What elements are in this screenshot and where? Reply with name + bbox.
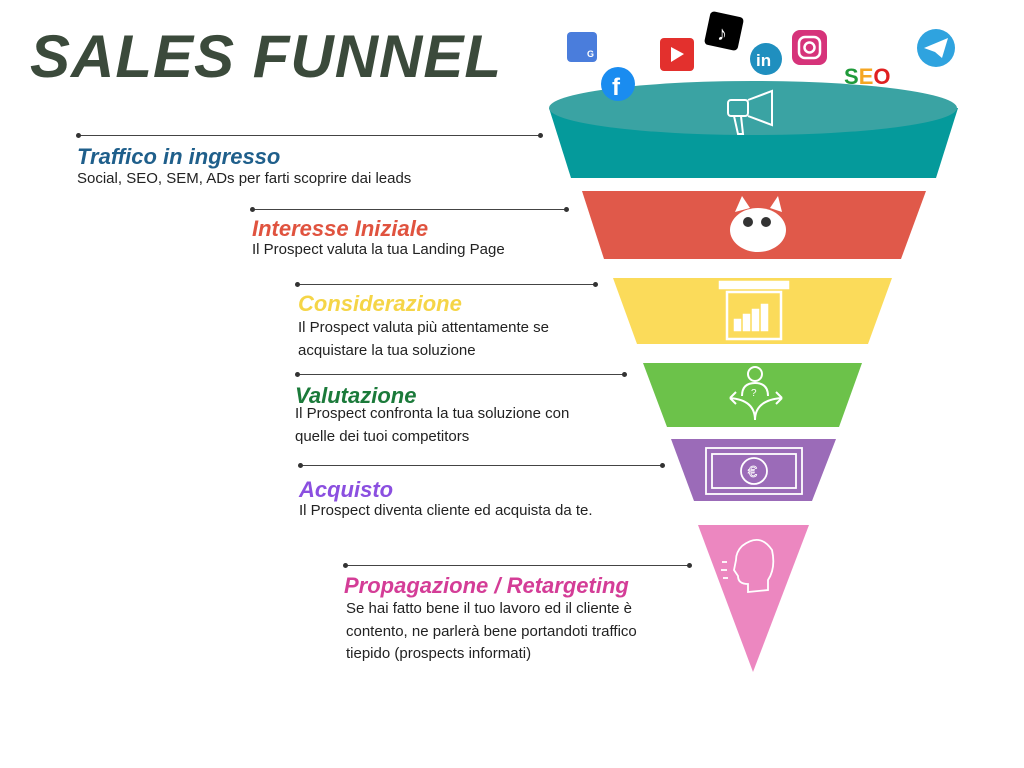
instagram-icon [792,30,827,65]
page-title: SALES FUNNEL [30,23,503,90]
svg-text:in: in [756,51,771,70]
euro-banknote-icon: € [705,447,803,495]
speaking-head-icon [721,539,775,593]
connector-line [343,563,692,568]
svg-text:♪: ♪ [717,23,727,45]
step-title: Valutazione [295,383,417,408]
step-description: Il Prospect valuta la tua Landing Page [252,241,505,258]
step-title: Traffico in ingresso [77,144,281,169]
cat-icon [730,196,786,252]
svg-text:SEO: SEO [844,64,891,89]
step-title: Considerazione [298,291,462,316]
svg-text:f: f [612,74,621,101]
step-description: Il Prospect diventa cliente ed acquista … [299,502,593,519]
google-my-business-icon: G [567,32,597,62]
connector-line [298,463,665,468]
youtube-icon [660,38,694,71]
step-description: Social, SEO, SEM, ADs per farti scoprire… [77,170,412,187]
seo-icon: SEO [844,64,891,89]
connector-line [295,372,627,377]
connector-line [76,133,543,138]
svg-text:?: ? [751,388,757,399]
megaphone-icon [727,89,773,135]
linkedin-icon: in [750,43,782,75]
connector-line [250,207,569,212]
connector-line [295,282,598,287]
funnel-layer-6 [698,525,809,672]
step-description: Se hai fatto bene il tuo lavoro ed il cl… [346,600,637,662]
facebook-icon: f [601,67,635,101]
funnel-layer-1 [549,81,958,178]
svg-text:€: € [748,464,757,481]
tiktok-icon: ♪ [704,11,744,51]
step-title: Acquisto [299,477,394,502]
step-title: Interesse Iniziale [252,216,429,241]
chart-board-icon [718,280,790,341]
funnel-layer-4 [643,363,862,427]
step-title: Propagazione / Retargeting [344,573,629,598]
step-description: Il Prospect confronta la tua soluzione c… [295,405,570,445]
decision-icon: ? [729,366,783,421]
svg-text:G: G [587,49,594,59]
telegram-icon [917,29,955,67]
step-description: Il Prospect valuta più attentamente se a… [298,319,549,359]
